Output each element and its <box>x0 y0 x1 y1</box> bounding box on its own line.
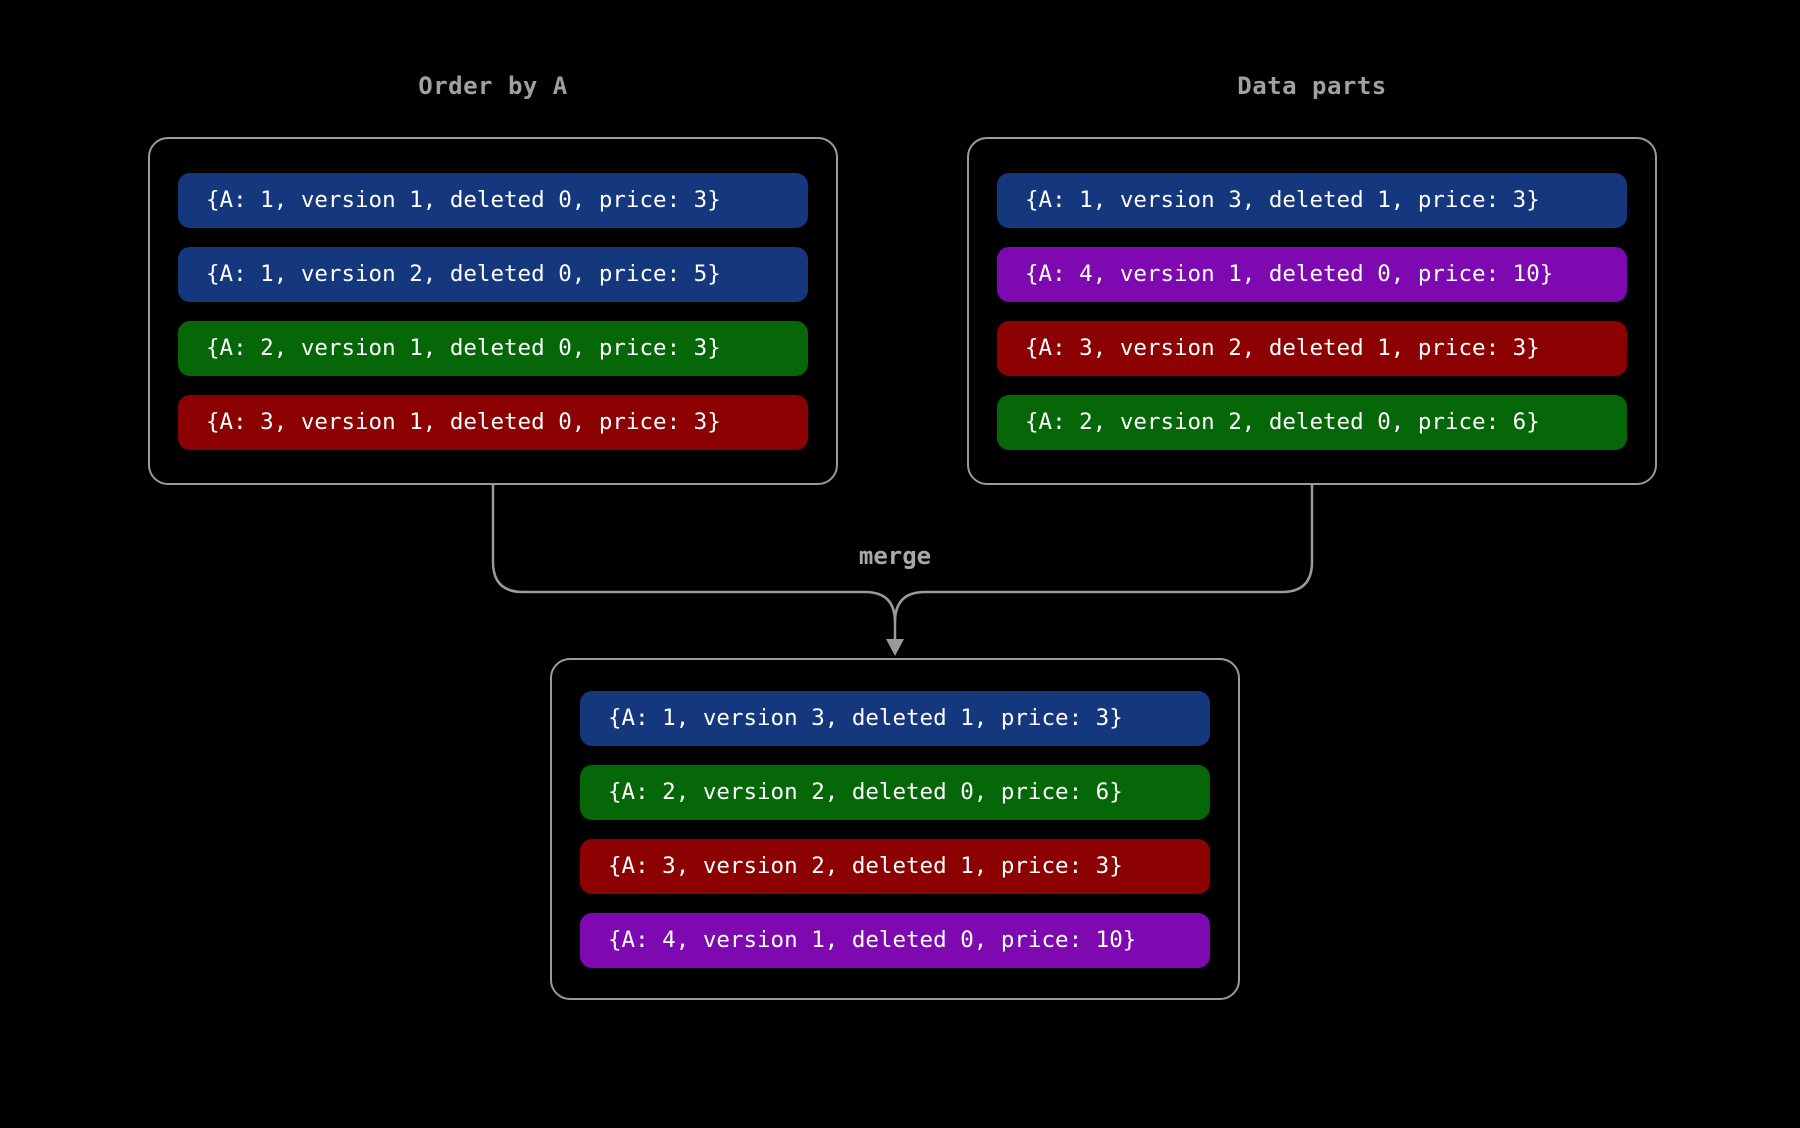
data-row: {A: 3, version 2, deleted 1, price: 3} <box>997 320 1627 376</box>
data-row: {A: 4, version 1, deleted 0, price: 10} <box>997 246 1627 302</box>
data-row: {A: 1, version 2, deleted 0, price: 5} <box>178 246 808 302</box>
data-row: {A: 3, version 1, deleted 0, price: 3} <box>178 394 808 450</box>
merged-result-box: {A: 1, version 3, deleted 1, price: 3} {… <box>550 658 1240 1000</box>
arrow-down-icon <box>886 639 904 656</box>
data-row: {A: 2, version 1, deleted 0, price: 3} <box>178 320 808 376</box>
data-row: {A: 3, version 2, deleted 1, price: 3} <box>580 838 1210 894</box>
data-row: {A: 2, version 2, deleted 0, price: 6} <box>580 764 1210 820</box>
data-row: {A: 1, version 3, deleted 1, price: 3} <box>997 172 1627 228</box>
data-row: {A: 4, version 1, deleted 0, price: 10} <box>580 912 1210 968</box>
data-parts-title: Data parts <box>1237 72 1387 100</box>
data-row: {A: 2, version 2, deleted 0, price: 6} <box>997 394 1627 450</box>
data-row: {A: 1, version 3, deleted 1, price: 3} <box>580 690 1210 746</box>
data-parts-box: {A: 1, version 3, deleted 1, price: 3} {… <box>967 137 1657 485</box>
data-row: {A: 1, version 1, deleted 0, price: 3} <box>178 172 808 228</box>
order-by-a-title: Order by A <box>418 72 568 100</box>
merge-label: merge <box>858 542 932 570</box>
order-by-a-box: {A: 1, version 1, deleted 0, price: 3} {… <box>148 137 838 485</box>
